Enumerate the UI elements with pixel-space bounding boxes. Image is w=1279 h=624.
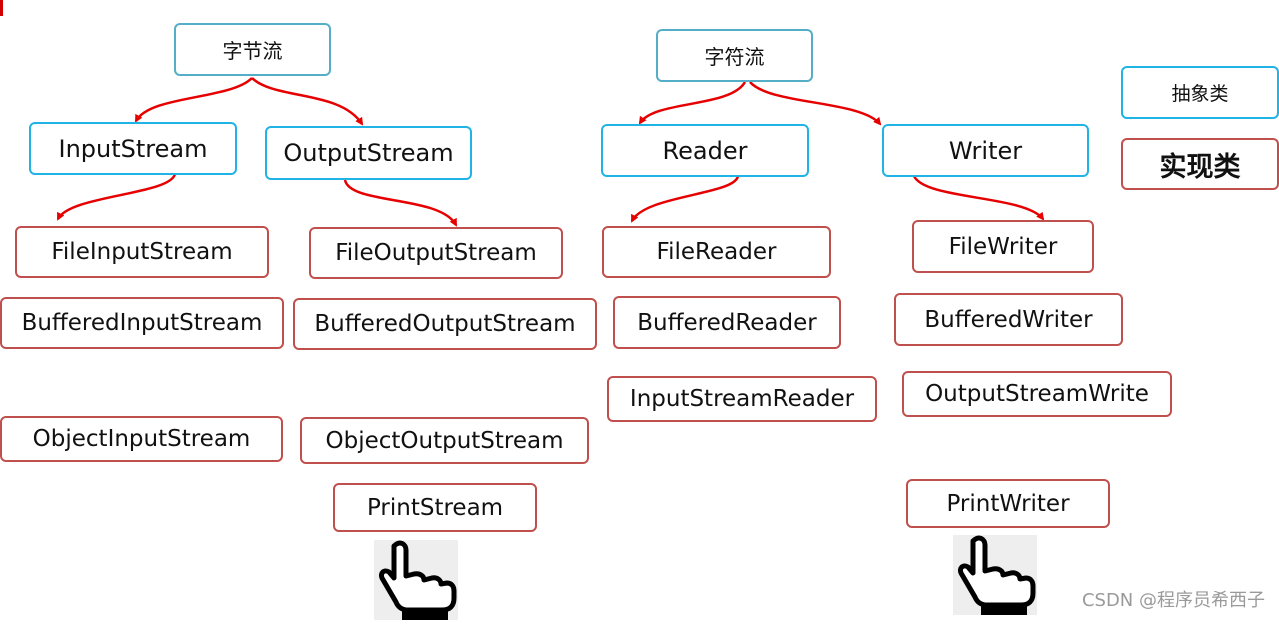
bufferedoutputstream-node: BufferedOutputStream (293, 298, 597, 350)
inputstream-node: InputStream (29, 122, 237, 175)
legend-abstract-class: 抽象类 (1121, 66, 1279, 119)
watermark: CSDN @程序员希西子 (1081, 590, 1265, 611)
bufferedinputstream-node: BufferedInputStream (0, 297, 284, 349)
bufferedreader-node: BufferedReader (613, 296, 841, 349)
arrow-reader-to-filereader (630, 175, 740, 223)
filereader-node: FileReader (602, 226, 831, 278)
byte-stream-root: 字节流 (174, 23, 331, 76)
objectinputstream-node: ObjectInputStream (0, 416, 283, 462)
fileinputstream-node: FileInputStream (15, 226, 269, 278)
arrow-byte-to-inputstream (134, 77, 253, 123)
fileoutputstream-node: FileOutputStream (309, 227, 563, 279)
corner-mark (0, 0, 3, 16)
arrow-inputstream-to-fileinputstream (56, 173, 177, 221)
char-stream-root: 字符流 (656, 29, 813, 82)
printstream-node: PrintStream (333, 483, 537, 532)
objectoutputstream-node: ObjectOutputStream (300, 417, 589, 464)
arrow-outputstream-to-fileoutputstream (343, 179, 458, 227)
arrow-char-to-reader (638, 81, 747, 125)
legend-implementation-class: 实现类 (1121, 138, 1279, 190)
arrow-char-to-writer (749, 81, 882, 126)
bufferedwriter-node: BufferedWriter (894, 293, 1123, 346)
pointing-hand-icon (953, 535, 1037, 615)
printwriter-node: PrintWriter (906, 479, 1110, 528)
filewriter-node: FileWriter (912, 220, 1094, 273)
outputstreamwrite-node: OutputStreamWrite (902, 371, 1172, 417)
outputstream-node: OutputStream (265, 126, 472, 180)
inputstreamreader-node: InputStreamReader (607, 376, 877, 422)
reader-node: Reader (601, 124, 809, 177)
pointing-hand-icon (374, 540, 458, 620)
arrow-byte-to-outputstream (251, 77, 364, 126)
writer-node: Writer (882, 124, 1089, 177)
arrow-writer-to-filewriter (912, 175, 1045, 221)
